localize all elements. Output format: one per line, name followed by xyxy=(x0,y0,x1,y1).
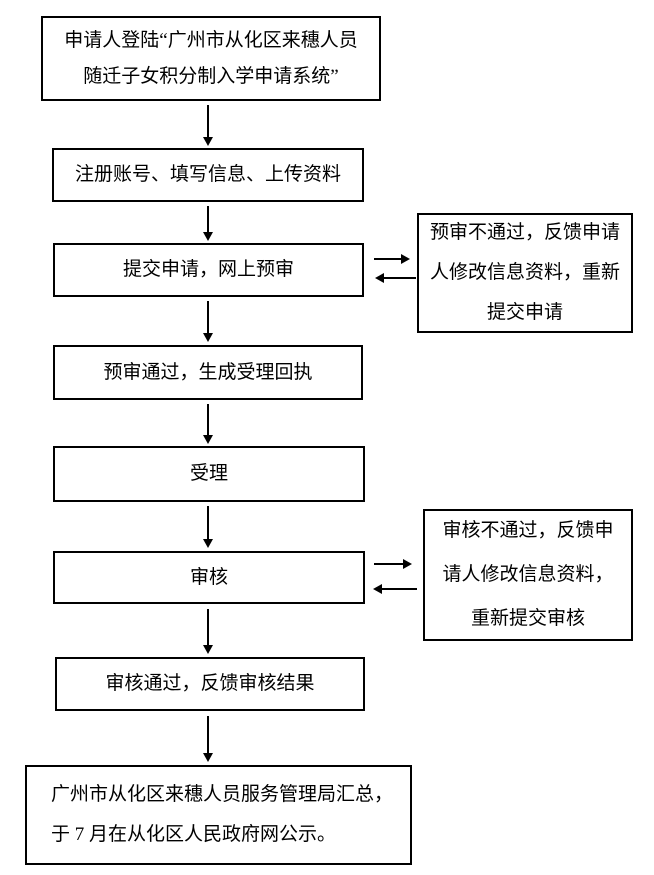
flow-step-accept: 受理 xyxy=(53,446,365,502)
flow-step-login: 申请人登陆“广州市从化区来穗人员随迁子女积分制入学申请系统” xyxy=(41,16,381,101)
flow-step-review-label: 审核 xyxy=(189,566,228,588)
arrow-left-icon xyxy=(373,583,417,595)
flow-step-review: 审核 xyxy=(53,551,365,604)
arrow-down-icon xyxy=(202,105,214,146)
flow-step-review-passed: 审核通过，反馈审核结果 xyxy=(55,657,365,711)
arrow-left-icon xyxy=(375,272,416,284)
flow-step-review-rejected: 审核不通过，反馈申请人修改信息资料，重新提交审核 xyxy=(423,509,633,641)
flow-step-preapproved: 预审通过，生成受理回执 xyxy=(53,345,363,400)
arrow-down-icon xyxy=(202,206,214,241)
flow-step-publish-label: 广州市从化区来穗人员服务管理局汇总，于 7 月在从化区人民政府网公示。 xyxy=(51,784,394,845)
arrow-down-icon xyxy=(202,506,214,548)
arrow-down-icon xyxy=(202,301,214,342)
flow-step-review-rejected-label: 审核不通过，反馈申请人修改信息资料，重新提交审核 xyxy=(442,520,614,629)
flow-step-submit-presubmit-label: 提交申请，网上预审 xyxy=(122,259,294,280)
arrow-right-icon xyxy=(374,558,412,570)
arrow-down-icon xyxy=(202,404,214,444)
flow-step-register-label: 注册账号、填写信息、上传资料 xyxy=(74,164,341,185)
flow-step-login-label: 申请人登陆“广州市从化区来穗人员随迁子女积分制入学申请系统” xyxy=(64,29,358,87)
flow-step-publish: 广州市从化区来穗人员服务管理局汇总，于 7 月在从化区人民政府网公示。 xyxy=(25,765,412,865)
flow-step-register: 注册账号、填写信息、上传资料 xyxy=(52,148,364,202)
arrow-down-icon xyxy=(202,609,214,654)
flow-step-accept-label: 受理 xyxy=(189,463,228,484)
flow-step-preapproved-label: 预审通过，生成受理回执 xyxy=(103,361,313,383)
flow-step-submit-presubmit: 提交申请，网上预审 xyxy=(53,243,364,297)
arrow-down-icon xyxy=(202,716,214,762)
flow-step-review-passed-label: 审核通过，反馈审核结果 xyxy=(105,673,315,694)
arrow-right-icon xyxy=(374,253,410,265)
flow-step-prereview-rejected-label: 预审不通过，反馈申请人修改信息资料，重新提交申请 xyxy=(429,222,620,323)
flow-step-prereview-rejected: 预审不通过，反馈申请人修改信息资料，重新提交申请 xyxy=(417,213,633,333)
